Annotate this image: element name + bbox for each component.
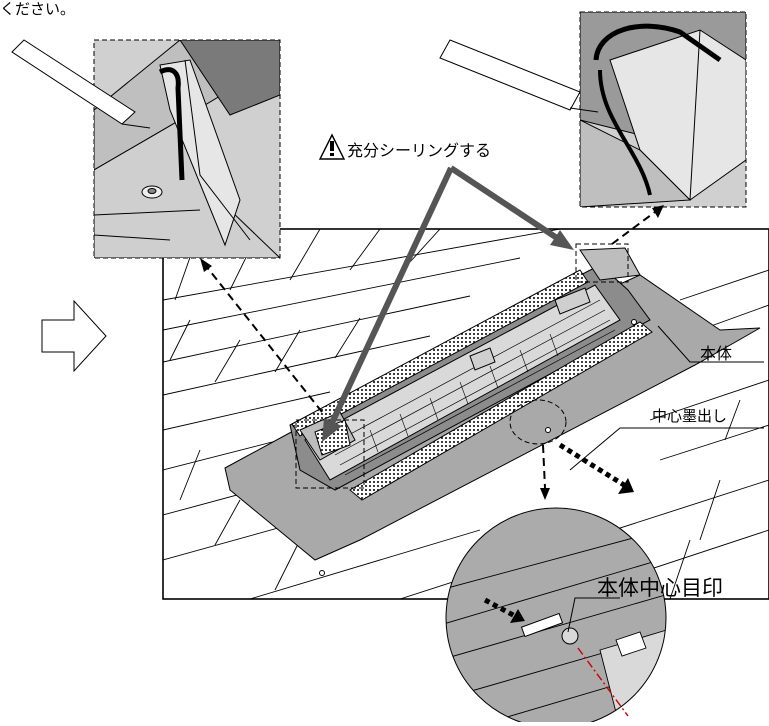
- sealing-label: 充分シーリングする: [347, 141, 492, 160]
- left-sealant-gun: [11, 39, 151, 129]
- ridge-vent-body: [224, 247, 761, 576]
- center-mark-plate: [520, 612, 564, 638]
- center-marking-label: 中心墨出し: [652, 407, 728, 425]
- right-sealant-gun: [439, 39, 599, 113]
- center-mark-area-ellipse: [509, 399, 567, 445]
- left-sealing-area-box: [295, 419, 365, 489]
- center-mark-circle-detail: [445, 507, 667, 726]
- header-text: ください。: [0, 0, 76, 18]
- body-center-mark-label: 本体中心目印: [597, 576, 723, 600]
- leader-arrows: [200, 165, 764, 633]
- warning-triangle-icon: [318, 133, 346, 160]
- body-label: 本体: [700, 344, 733, 363]
- left-detail-inset: [93, 39, 281, 259]
- vent-grille-ribs: [369, 333, 559, 453]
- outline-right-arrow-icon: [41, 299, 107, 373]
- right-sealing-area-box: [575, 243, 629, 283]
- right-detail-inset: [579, 11, 747, 208]
- vent-grille-slats: [329, 299, 616, 476]
- center-line: [577, 647, 629, 717]
- center-mark-dot: [561, 627, 579, 645]
